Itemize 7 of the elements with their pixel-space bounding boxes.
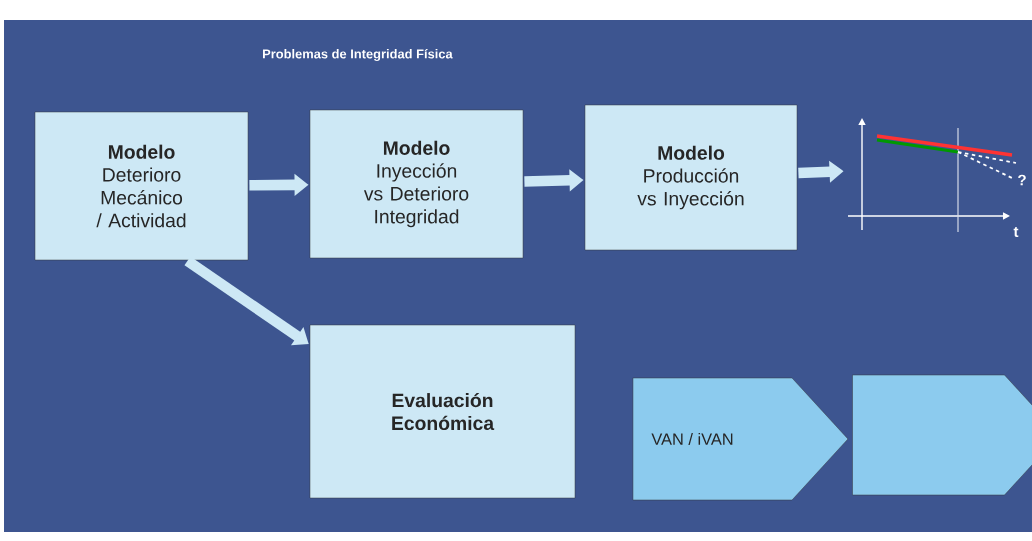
title: Problemas de Integridad Física <box>263 48 453 62</box>
chart-label: t <box>1013 226 1019 237</box>
chevron-arrow <box>852 374 1032 496</box>
process-box: Modelo Deterioro Mecánico / Actividad <box>34 111 249 261</box>
process-box: Evaluación Económica <box>309 324 576 499</box>
process-box: Modelo Inyección vs Deterioro Integridad <box>309 109 524 259</box>
process-box: Modelo Producción vs Inyección <box>584 104 798 251</box>
